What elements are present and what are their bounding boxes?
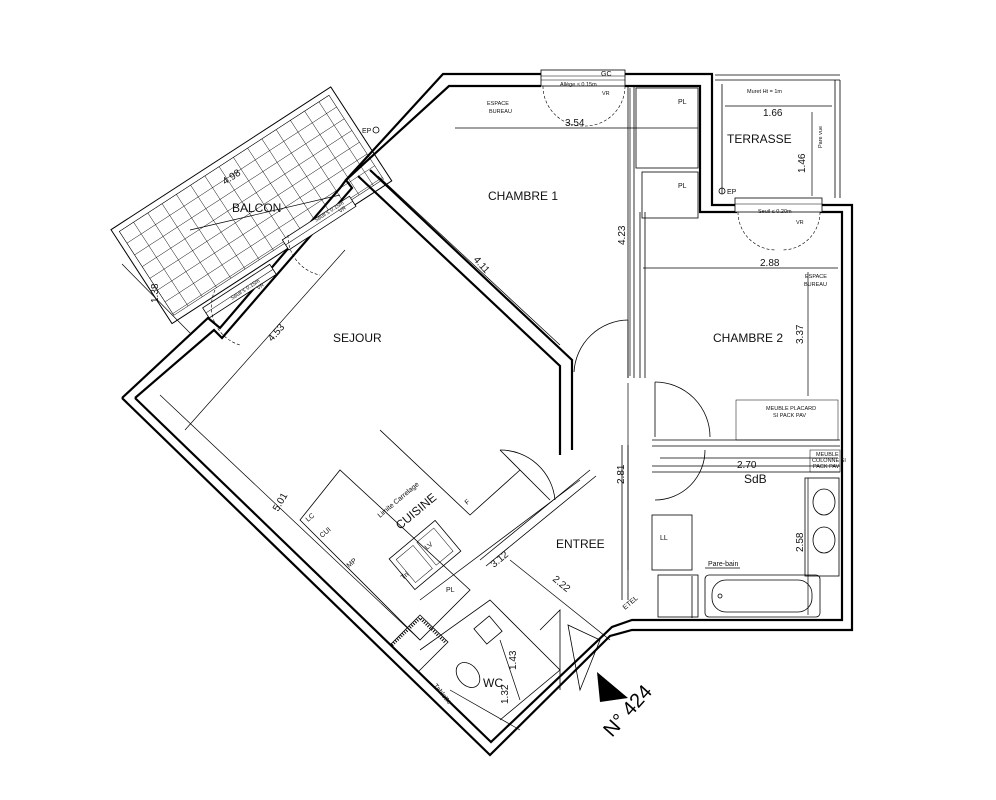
label-gc-top: GC [601, 71, 612, 78]
label-meuble-placard-a: MEUBLE PLACARD [766, 406, 816, 412]
dim-sdb-w: 2.70 [737, 460, 757, 471]
label-meuble-placard-b: SI PACK PAV [773, 413, 806, 419]
dim-cuisine-w: 3.12 [489, 549, 511, 570]
dim-chambre1-h: 4.23 [617, 225, 628, 245]
dim-chambre1-w: 3.54 [565, 118, 585, 129]
label-espace-bureau2-a: ESPACE [805, 274, 827, 280]
label-espace-bureau1-a: ESPACE [487, 101, 509, 107]
balcony-grid-line [149, 142, 360, 279]
room-terrasse: TERRASSE [727, 132, 792, 146]
dim-sejour-w: 4.53 [266, 322, 287, 344]
room-sejour: SEJOUR [333, 331, 382, 345]
ep-marker-icon [372, 126, 380, 134]
balcony-grid-line [204, 175, 260, 260]
dim-wc-w: 1.32 [500, 684, 511, 704]
balcony-grid-line [218, 166, 274, 251]
room-balcon: BALCON [232, 201, 281, 215]
dim-balcon-wid: 1.38 [150, 283, 161, 303]
ep-marker-icon [718, 187, 726, 195]
room-entree: ENTREE [556, 537, 605, 551]
balcony-grid-line [134, 118, 345, 256]
dim-entree-h: 2.81 [616, 464, 627, 484]
label-pare-vue: Pare vue [818, 126, 824, 148]
windows [202, 69, 823, 319]
exterior-walls [121, 72, 854, 757]
label-ep-balcon: EP [362, 128, 372, 135]
balcony-grid-line [318, 101, 374, 186]
balcony-grid-line [233, 157, 289, 242]
label-tri: Tri [400, 571, 411, 582]
label-seuil-020: Seuil ≤ 0.20m [758, 209, 792, 215]
label-vr-ch2: VR [796, 220, 804, 226]
label-pl-kitchen: PL [446, 587, 455, 594]
dim-chambre2-w: 2.88 [760, 258, 780, 269]
room-chambre2: CHAMBRE 2 [713, 331, 783, 345]
balcony-grid-line [119, 231, 174, 316]
label-muret: Muret Ht = 1m [747, 89, 782, 95]
dim-chambre1-diag: 4.11 [471, 255, 492, 277]
label-etel: ETEL [622, 595, 640, 612]
balcony-grid-line [176, 194, 231, 279]
balcony-grid-line [119, 95, 330, 232]
label-espace-bureau2-b: BUREAU [804, 282, 827, 288]
label-meuble-colonne-a: MEUBLE [816, 452, 839, 458]
balcony-grid-line [190, 185, 246, 270]
label-mp: MP [346, 557, 359, 569]
dim-balcon-len: 4.98 [221, 167, 244, 187]
dim-terrasse-h: 1.46 [797, 153, 808, 173]
label-pl-2: PL [678, 183, 687, 190]
balcony-grid-line [157, 153, 368, 291]
label-meuble-colonne-c: PACK PAV [813, 464, 840, 470]
label-cui: CUI [319, 526, 333, 539]
dim-chambre2-h: 3.37 [795, 324, 806, 344]
dimension-lines [121, 88, 838, 731]
label-pare-bain: Pare-bain [708, 561, 738, 568]
door-swings [211, 85, 821, 692]
label-allege: Allège ≤ 0.15m [560, 82, 597, 88]
label-vr-bal-b: VR [256, 282, 266, 291]
room-sdb: SdB [744, 472, 767, 486]
dim-sejour-l: 5.01 [271, 491, 290, 514]
balcony-grid-line [133, 222, 189, 307]
label-f: F [464, 498, 472, 506]
dim-wc-h: 1.43 [508, 650, 519, 670]
balcony-grid-line [161, 203, 217, 288]
interior-walls [299, 86, 840, 721]
label-lv: LV [424, 541, 435, 552]
balcony-grid-line [304, 110, 360, 196]
balcony-grid-line [147, 212, 203, 297]
label-meuble-colonne-b: COLONNE SI [812, 458, 846, 464]
dim-terrasse-w: 1.66 [763, 108, 783, 119]
label-ll: LL [660, 535, 668, 542]
balcony-grid-line [290, 120, 346, 205]
dim-sdb-h: 2.58 [795, 532, 806, 552]
dim-entree-w: 2.22 [550, 574, 572, 595]
balcony-grid-line [126, 106, 337, 244]
label-vr-bal-a: VR [338, 205, 348, 214]
balcony-grid-line [142, 130, 352, 267]
lot-marker-icon [597, 672, 628, 702]
balcony-grid-line [275, 129, 331, 214]
bath-fixtures [651, 399, 841, 618]
label-ep-terrasse: EP [727, 189, 737, 196]
label-vr-top: VR [602, 91, 610, 97]
balcony-grid-line [261, 138, 317, 223]
balcony-grid-line [247, 147, 303, 233]
label-lc: LC [305, 512, 316, 523]
room-chambre1: CHAMBRE 1 [488, 189, 558, 203]
kitchen-fixtures [388, 519, 503, 688]
room-wc: WC [483, 676, 503, 690]
label-espace-bureau1-b: BUREAU [489, 109, 512, 115]
label-pl-1: PL [678, 99, 687, 106]
